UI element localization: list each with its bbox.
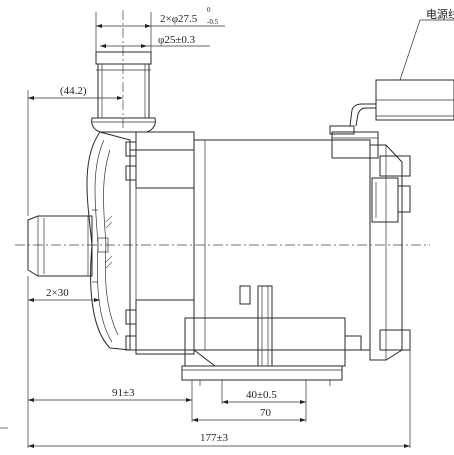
motor-body — [193, 139, 371, 367]
inlet-pipe — [27, 209, 109, 283]
dim-length-70: 70 — [260, 407, 272, 419]
section-hatching — [105, 215, 113, 269]
dim-ref-44: (44.2) — [60, 85, 87, 97]
dim-length-177: 177±3 — [200, 432, 229, 444]
dim-length-40: 40±0.5 — [246, 389, 277, 401]
rear-end-plate — [369, 144, 411, 361]
dimension-lines — [0, 12, 411, 448]
pump-housing — [86, 131, 195, 351]
dim-outlet-diameter: 2×φ27.5 — [160, 13, 198, 25]
mounting-bracket — [181, 285, 362, 386]
power-cable-label: 电源线 — [426, 7, 454, 21]
dim-length-91: 91±3 — [112, 387, 135, 399]
dim-outlet-tol-lower: -0.5 — [207, 18, 219, 26]
dim-inlet-2x30: 2×30 — [46, 287, 69, 299]
dim-outlet-tol-upper: 0 — [207, 6, 211, 14]
dim-flange-diameter: φ25±0.3 — [158, 34, 196, 46]
center-lines — [15, 10, 430, 246]
dimension-labels: 2×φ27.5 0 -0.5 φ25±0.3 (44.2) 2×30 91±3 … — [46, 6, 454, 444]
power-cable-assembly — [329, 19, 454, 159]
outlet-pipe — [91, 51, 156, 133]
